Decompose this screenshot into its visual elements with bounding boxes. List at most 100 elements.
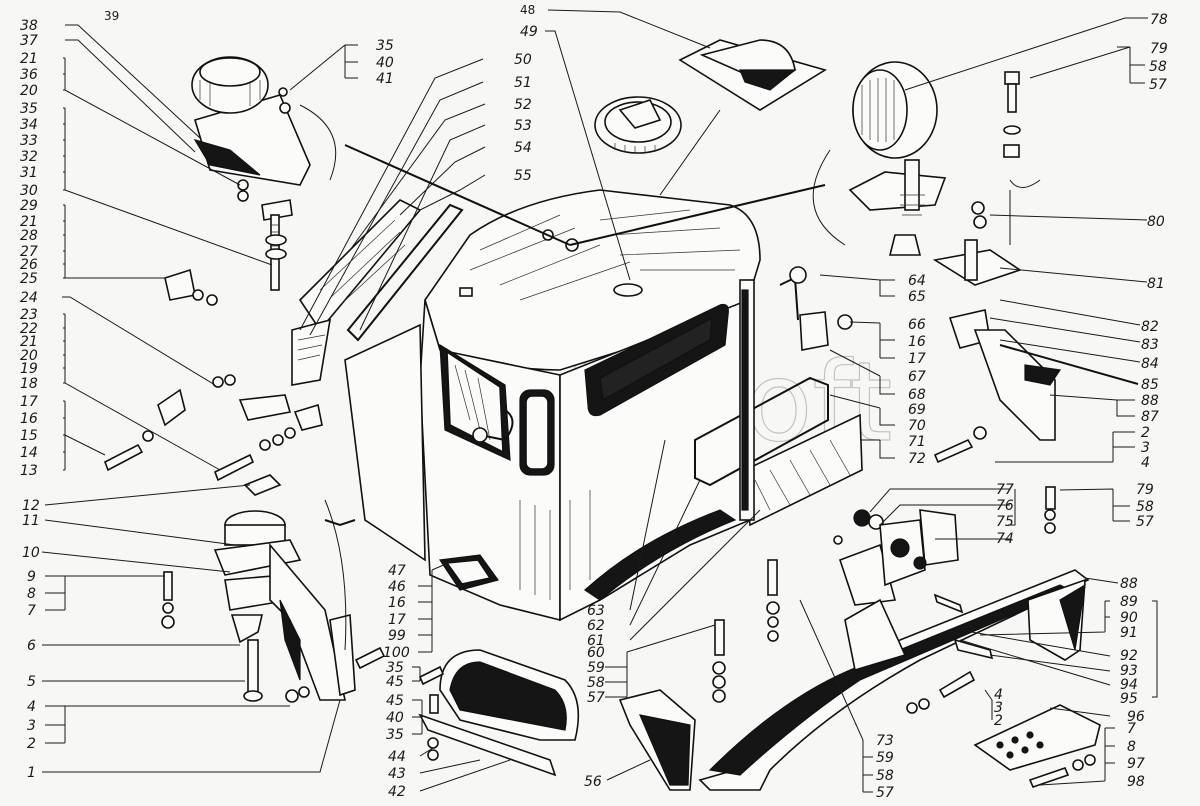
callout-51: 51 [514, 75, 532, 91]
callout-58-c: 58 [587, 675, 605, 691]
callout-39: 39 [104, 9, 119, 23]
callout-98: 98 [1127, 774, 1145, 790]
callout-59-f: 59 [876, 750, 894, 766]
callout-84: 84 [1141, 356, 1159, 372]
callout-82: 82 [1141, 319, 1159, 335]
callout-22: 22 [20, 321, 38, 337]
callout-14: 14 [20, 445, 38, 461]
callout-4: 4 [27, 699, 36, 715]
callout-3-r: 3 [1141, 440, 1150, 456]
callout-16-w: 16 [908, 334, 926, 350]
callout-1: 1 [27, 765, 36, 781]
callout-45-s: 45 [386, 674, 404, 690]
callout-64: 64 [908, 273, 926, 289]
callout-52: 52 [514, 97, 532, 113]
callout-100: 100 [383, 645, 410, 661]
right-mount-bracket [932, 71, 1062, 464]
callout-2-sb: 2 [994, 713, 1003, 729]
callout-57-c: 57 [587, 690, 605, 706]
callout-20: 20 [20, 83, 38, 99]
callout-62: 62 [587, 618, 605, 634]
callout-76: 76 [996, 498, 1014, 514]
callout-60: 60 [587, 645, 605, 661]
callout-17: 17 [20, 394, 38, 410]
callout-5: 5 [27, 674, 36, 690]
callout-4-r: 4 [1141, 455, 1150, 471]
callout-11: 11 [22, 513, 40, 529]
callout-69: 69 [908, 402, 926, 418]
door-hinge [838, 509, 959, 606]
callout-7-s: 7 [1127, 721, 1136, 737]
callout-16-d: 16 [388, 595, 406, 611]
callout-24: 24 [20, 290, 38, 306]
callout-49: 49 [520, 24, 538, 40]
callout-57-f: 57 [876, 785, 894, 801]
callout-99: 99 [388, 628, 406, 644]
callout-21: 21 [20, 51, 38, 67]
callout-89: 89 [1120, 594, 1138, 610]
callout-36: 36 [20, 67, 38, 83]
callout-6: 6 [27, 638, 36, 654]
callout-17-w: 17 [908, 351, 926, 367]
callout-85: 85 [1141, 377, 1159, 393]
callout-17-d: 17 [388, 612, 406, 628]
callout-94: 94 [1120, 677, 1138, 693]
door-handle-recess [418, 649, 580, 777]
callout-35: 35 [20, 101, 38, 117]
callout-56: 56 [584, 774, 602, 790]
callout-35-s: 35 [386, 660, 404, 676]
callout-26: 26 [20, 257, 38, 273]
callout-44: 44 [388, 749, 406, 765]
callout-55: 55 [514, 168, 532, 184]
callout-2-r: 2 [1141, 425, 1150, 441]
callout-38: 38 [20, 18, 38, 34]
callout-8: 8 [27, 586, 36, 602]
callout-66: 66 [908, 317, 926, 333]
callout-31: 31 [20, 165, 38, 181]
callout-29: 29 [20, 198, 38, 214]
callout-74: 74 [996, 531, 1014, 547]
callout-93: 93 [1120, 663, 1138, 679]
small-brackets [104, 268, 323, 496]
callout-28: 28 [20, 228, 38, 244]
callout-63: 63 [587, 603, 605, 619]
callout-2: 2 [27, 736, 36, 752]
callout-97: 97 [1127, 756, 1145, 772]
callout-30: 30 [20, 183, 38, 199]
callout-88-b: 88 [1120, 576, 1138, 592]
callout-40-b: 40 [386, 710, 404, 726]
callout-83: 83 [1141, 337, 1159, 353]
callout-21c: 21 [20, 334, 38, 350]
callout-10: 10 [22, 545, 40, 561]
callout-57-tr: 57 [1149, 77, 1167, 93]
callout-9: 9 [27, 569, 36, 585]
footstep-plate [973, 704, 1101, 788]
callout-58-f: 58 [876, 768, 894, 784]
callout-35-b: 35 [386, 727, 404, 743]
callout-78: 78 [1150, 12, 1168, 28]
callout-8-s: 8 [1127, 739, 1136, 755]
cab-body [344, 189, 863, 622]
callout-67: 67 [908, 369, 926, 385]
callout-15: 15 [20, 428, 38, 444]
callout-81: 81 [1147, 276, 1165, 292]
callout-87: 87 [1141, 409, 1159, 425]
callout-20b: 20 [20, 348, 38, 364]
callout-68: 68 [908, 387, 926, 403]
callout-47: 47 [388, 563, 406, 579]
callout-53: 53 [514, 118, 532, 134]
callout-50: 50 [514, 52, 532, 68]
callout-3: 3 [27, 718, 36, 734]
frame-bolts [712, 486, 1056, 714]
callout-95: 95 [1120, 691, 1138, 707]
callout-58-tr: 58 [1149, 59, 1167, 75]
callout-58b: 58 [1136, 499, 1154, 515]
callout-92: 92 [1120, 648, 1138, 664]
callout-34: 34 [20, 117, 38, 133]
callout-80: 80 [1147, 214, 1165, 230]
callout-32: 32 [20, 149, 38, 165]
callout-79b: 79 [1136, 482, 1154, 498]
callout-71: 71 [908, 434, 926, 450]
callout-19: 19 [20, 361, 38, 377]
